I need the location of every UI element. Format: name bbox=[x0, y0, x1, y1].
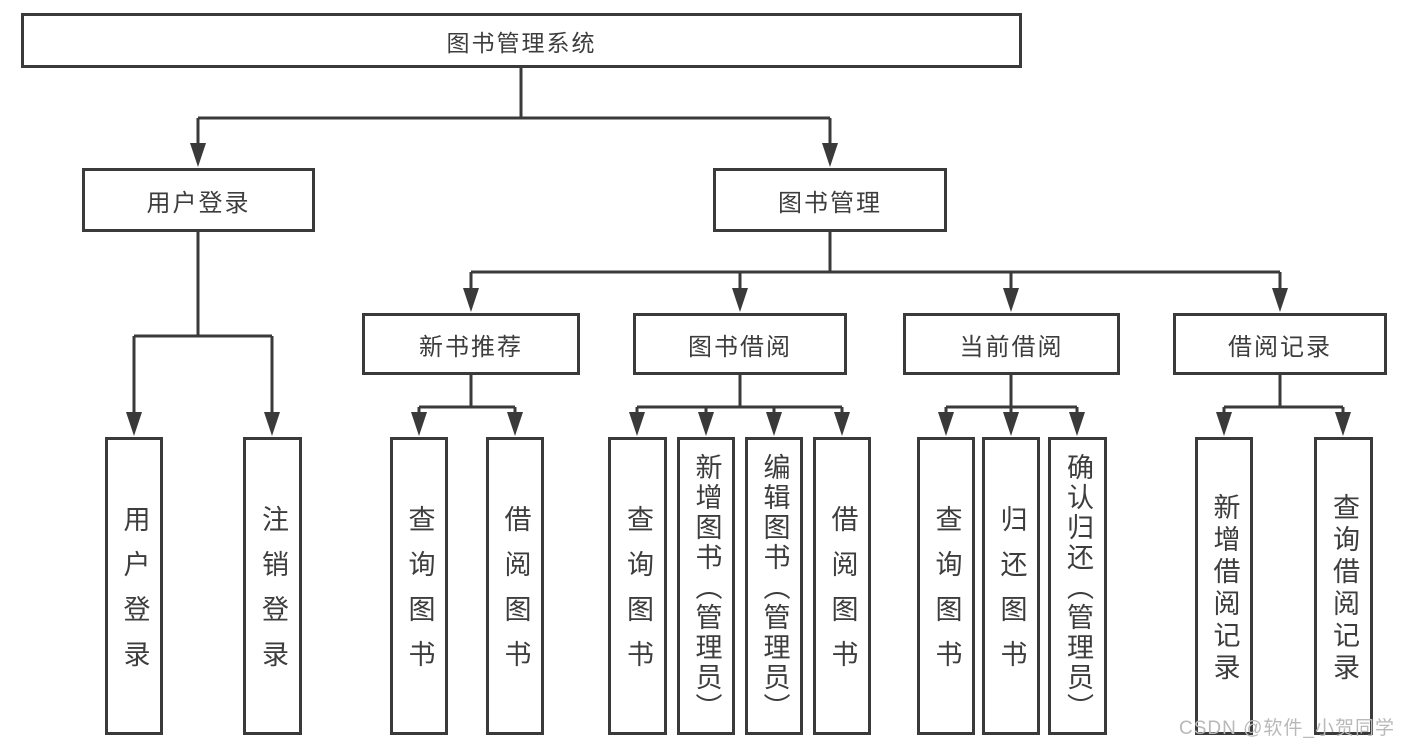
node-borrow-records: 借阅记录 bbox=[1173, 313, 1387, 375]
node-label: 查询图书 bbox=[623, 505, 653, 685]
leaf-query-books-3: 查询图书 bbox=[917, 437, 975, 735]
leaf-user-login: 用户登录 bbox=[105, 437, 163, 735]
connector-book-borrow-to-leaves bbox=[629, 375, 850, 436]
node-label: 编辑图书（管理员） bbox=[759, 452, 790, 723]
node-current-borrow: 当前借阅 bbox=[903, 313, 1120, 375]
node-label: 确认归还（管理员） bbox=[1063, 452, 1093, 723]
connector-new-book-recommend-to-leaves bbox=[411, 375, 523, 436]
leaf-query-books-1: 查询图书 bbox=[390, 437, 448, 735]
leaf-borrow-books-1: 借阅图书 bbox=[486, 437, 544, 735]
node-label: 当前借阅 bbox=[959, 333, 1064, 361]
node-book-management: 图书管理 bbox=[713, 168, 947, 232]
connector-book-management-to-level2 bbox=[463, 232, 1288, 312]
leaf-borrow-books-2: 借阅图书 bbox=[813, 437, 871, 735]
node-user-login: 用户登录 bbox=[82, 168, 315, 232]
connector-borrow-records-to-leaves bbox=[1216, 375, 1351, 436]
leaf-return-books: 归还图书 bbox=[982, 437, 1040, 735]
connector-root-to-level1 bbox=[190, 68, 838, 167]
node-label: 图书管理系统 bbox=[446, 29, 597, 56]
leaf-add-books-admin: 新增图书（管理员） bbox=[677, 437, 735, 735]
leaf-logout: 注销登录 bbox=[243, 437, 302, 735]
node-label: 图书管理 bbox=[778, 189, 882, 217]
leaf-confirm-return-admin: 确认归还（管理员） bbox=[1048, 437, 1107, 735]
node-label: 新增借阅记录 bbox=[1209, 492, 1240, 685]
node-label: 借阅图书 bbox=[500, 505, 531, 685]
node-label: 查询借阅记录 bbox=[1329, 492, 1359, 685]
leaf-add-borrow-record: 新增借阅记录 bbox=[1195, 437, 1253, 735]
watermark: CSDN @软件_小贺同学 bbox=[1179, 718, 1395, 739]
leaf-query-books-2: 查询图书 bbox=[608, 437, 667, 735]
node-label: 用户登录 bbox=[119, 505, 150, 685]
leaf-query-borrow-record: 查询借阅记录 bbox=[1314, 437, 1373, 735]
node-label: 归还图书 bbox=[996, 505, 1027, 685]
node-label: 注销登录 bbox=[258, 505, 288, 685]
connector-user-login-to-leaves bbox=[126, 232, 280, 436]
node-label: 用户登录 bbox=[146, 189, 251, 217]
node-book-borrow: 图书借阅 bbox=[633, 313, 847, 375]
leaf-edit-books-admin: 编辑图书（管理员） bbox=[745, 437, 803, 735]
node-label: 查询图书 bbox=[404, 505, 435, 685]
node-label: 图书借阅 bbox=[688, 333, 792, 361]
node-label: 新增图书（管理员） bbox=[691, 452, 722, 723]
node-root-library-system: 图书管理系统 bbox=[21, 13, 1022, 68]
node-label: 借阅图书 bbox=[827, 505, 858, 685]
node-label: 查询图书 bbox=[931, 505, 962, 685]
node-new-book-recommend: 新书推荐 bbox=[362, 313, 580, 375]
node-label: 新书推荐 bbox=[419, 333, 523, 361]
node-label: 借阅记录 bbox=[1228, 333, 1332, 361]
connector-current-borrow-to-leaves bbox=[938, 375, 1085, 436]
